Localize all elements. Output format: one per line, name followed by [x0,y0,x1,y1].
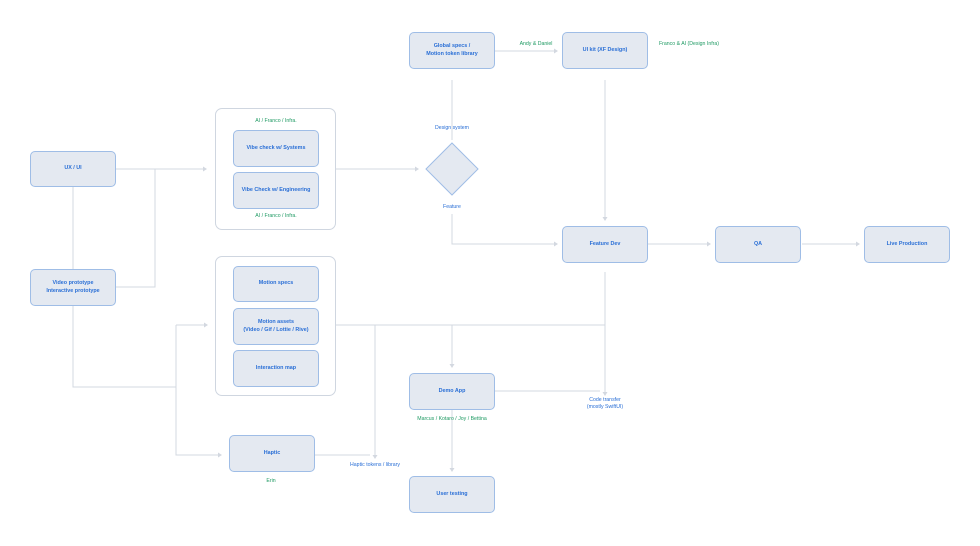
feature-dev-node[interactable]: Feature Dev [562,226,648,263]
erin-label: Erin [266,478,276,484]
video-prototype-node[interactable]: Video prototype Interactive prototype [30,269,116,306]
design-system-decision [425,142,479,196]
haptic-node[interactable]: Haptic [229,435,315,472]
code-transfer-label: Code transfer (mostly SwiftUI) [586,397,624,411]
andy-daniel-label: Andy & Daniel [519,41,553,47]
ux-ui-node[interactable]: UX / UI [30,151,116,187]
motion-specs-node[interactable]: Motion specs [233,266,319,302]
vibe-check-engineering-node[interactable]: Vibe Check w/ Engineering [233,172,319,209]
owners-top-label: AI / Franco / Infra. [255,118,297,124]
ui-kit-node[interactable]: UI kit (XF Design) [562,32,648,69]
global-specs-node[interactable]: Global specs / Motion token library [409,32,495,69]
interaction-map-node[interactable]: Interaction map [233,350,319,387]
motion-assets-node[interactable]: Motion assets (Video / Gif / Lottie / Ri… [233,308,319,345]
feature-label: Feature [443,204,461,210]
owners-bottom-label: AI / Franco / Infra. [255,213,297,219]
vibe-check-group [215,108,336,230]
franco-ai-label: Franco & AI (Design Infra) [659,41,719,47]
demo-app-owners-label: Marcus / Kotaro / Joy / Bettina [417,416,487,422]
design-system-label: Design system [434,125,470,131]
demo-app-node[interactable]: Demo App [409,373,495,410]
qa-node[interactable]: QA [715,226,801,263]
vibe-check-systems-node[interactable]: Vibe check w/ Systems [233,130,319,167]
live-production-node[interactable]: Live Production [864,226,950,263]
user-testing-node[interactable]: User testing [409,476,495,513]
haptic-tokens-label: Haptic tokens / library [350,462,400,468]
